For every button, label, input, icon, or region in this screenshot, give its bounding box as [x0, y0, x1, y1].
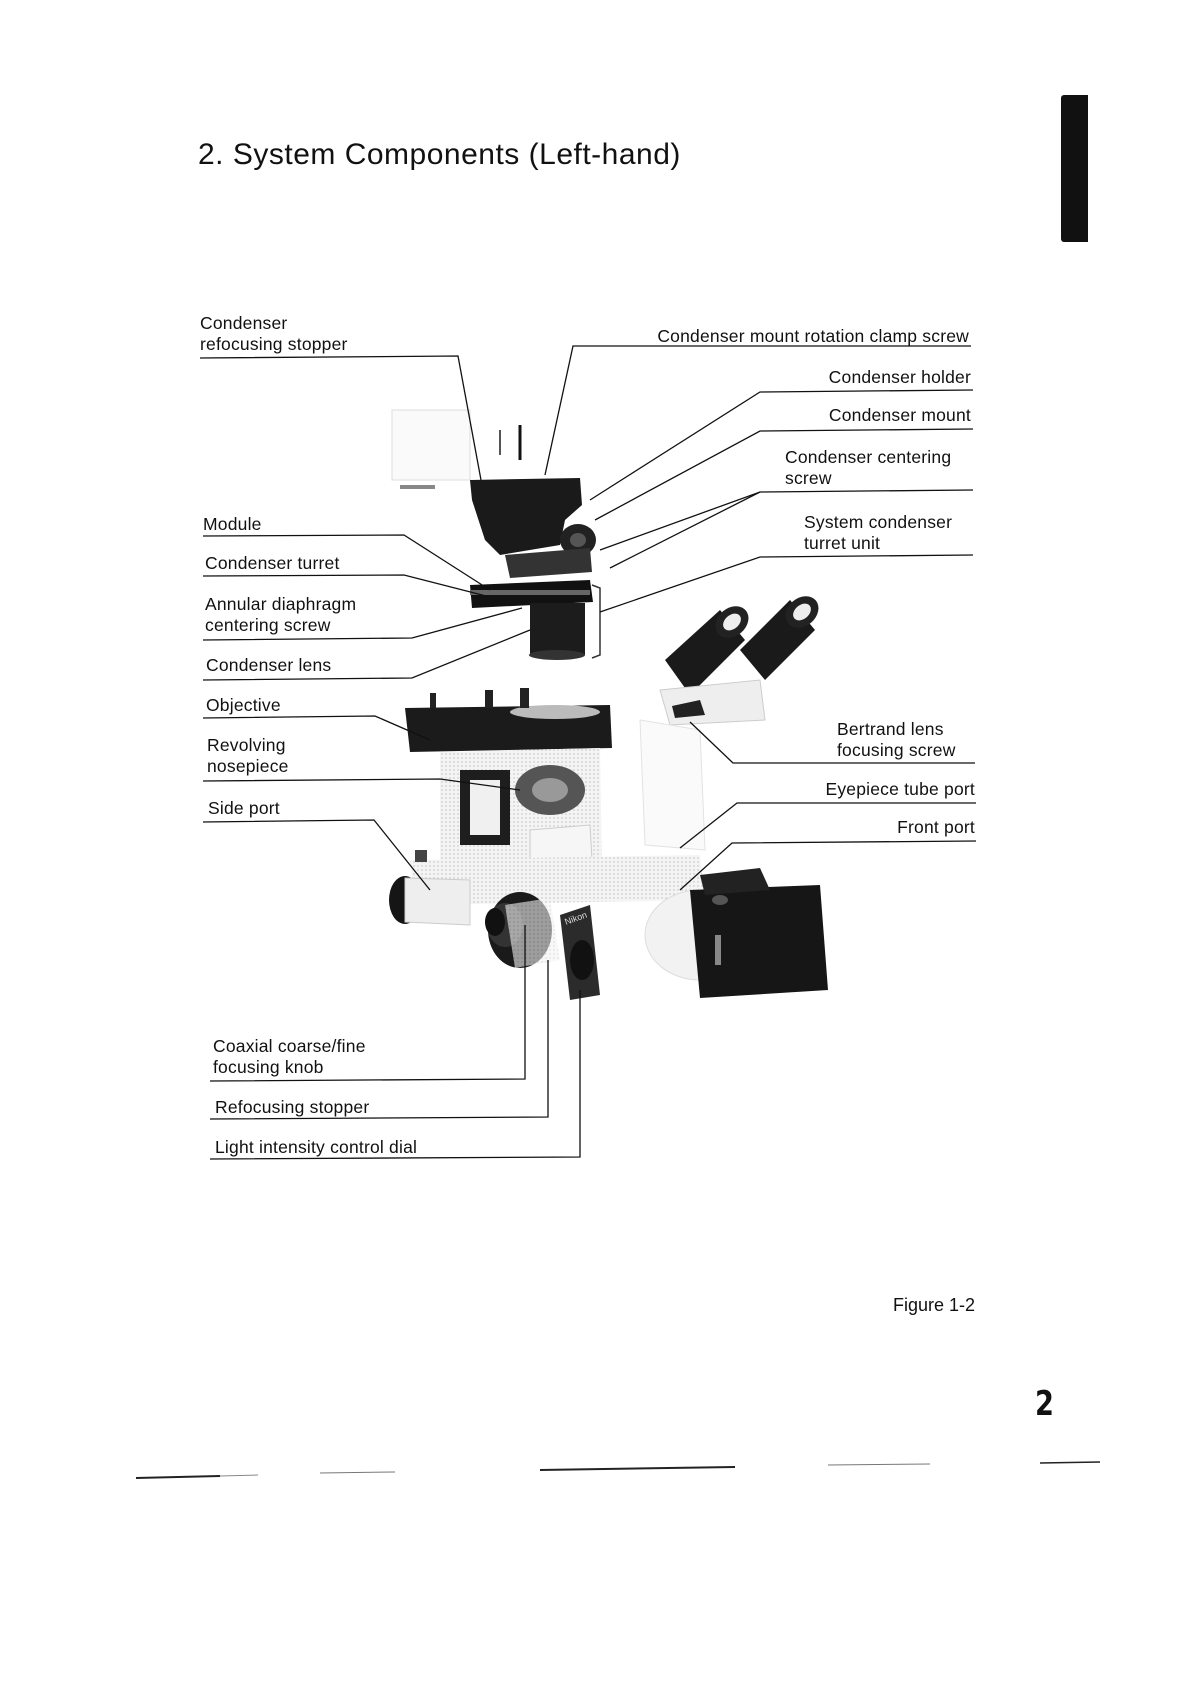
label-condenser-holder: Condenser holder: [828, 367, 971, 387]
leader-condenser-turret: [202, 574, 491, 598]
leader-clamp-screw: [544, 345, 971, 476]
label-front-port: Front port: [897, 817, 975, 837]
label-revolving-nosepiece: Revolving nosepiece: [207, 735, 289, 776]
leader-condenser-mount: [594, 428, 974, 521]
label-condenser-turret: Condenser turret: [205, 553, 340, 573]
leader-system-turret: [599, 554, 974, 613]
leader-eyepiece-port: [679, 802, 976, 849]
label-refocusing-stopper: Refocusing stopper: [215, 1097, 370, 1117]
label-objective: Objective: [206, 695, 281, 715]
leader-coaxial-knob: [209, 925, 526, 1082]
leader-condenser-holder: [589, 389, 974, 501]
leader-module: [202, 534, 491, 591]
leader-annular-diaphragm: [202, 607, 523, 641]
label-annular-diaphragm: Annular diaphragm centering screw: [205, 594, 357, 635]
label-bertrand-lens: Bertrand lens focusing screw: [837, 719, 956, 760]
label-condenser-lens: Condenser lens: [206, 655, 332, 675]
page-number: 2: [1035, 1384, 1054, 1424]
leader-light-dial: [209, 990, 581, 1160]
leader-revolving-nosepiece: [202, 778, 521, 791]
leader-condenser-lens: [202, 629, 531, 681]
leader-objective: [202, 715, 431, 741]
leader-side-port: [202, 819, 431, 891]
chapter-tab-marker: [1061, 95, 1088, 242]
page-title: 2. System Components (Left-hand): [198, 138, 681, 171]
leader-front-port: [679, 840, 977, 891]
label-coaxial-knob: Coaxial coarse/fine focusing knob: [213, 1036, 366, 1077]
label-condenser-mount: Condenser mount: [828, 405, 971, 425]
leader-bertrand-lens: [689, 721, 975, 764]
label-system-condenser-turret: System condenser turret unit: [804, 512, 953, 553]
leader-refocusing-stopper: [209, 960, 549, 1120]
label-eyepiece-tube-port: Eyepiece tube port: [825, 779, 975, 799]
microscope-illustration: Nikon: [389, 409, 828, 1000]
figure-caption: Figure 1-2: [893, 1295, 976, 1315]
label-module: Module: [203, 514, 262, 534]
leader-lines: [199, 345, 977, 1160]
label-condenser-centering-screw: Condenser centering screw: [785, 447, 952, 488]
leader-condenser-refocusing-stopper: [199, 355, 482, 481]
leader-centering-screw-2: [609, 491, 761, 569]
label-condenser-refocusing-stopper: Condenser refocusing stopper: [200, 313, 348, 354]
label-clamp-screw: Condenser mount rotation clamp screw: [657, 326, 969, 346]
scan-edge-lines: [135, 1461, 1101, 1479]
label-side-port: Side port: [208, 798, 280, 818]
label-light-intensity-dial: Light intensity control dial: [215, 1137, 418, 1157]
